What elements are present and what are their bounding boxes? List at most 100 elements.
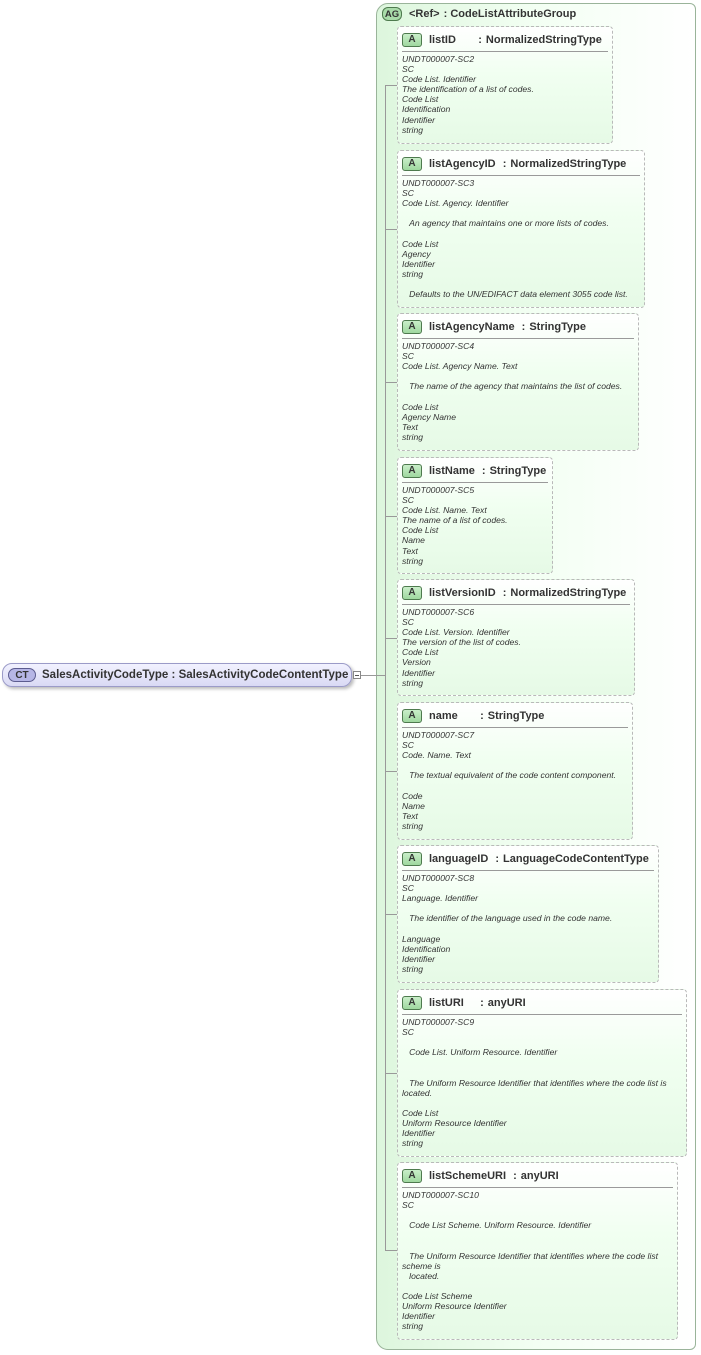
attribute-divider [402,482,548,483]
documentation-line: Identifier [402,953,435,964]
collapse-toggle-icon[interactable] [353,671,361,679]
connector-branch [385,229,397,230]
documentation-line: string [402,963,424,974]
complex-type-label: SalesActivityCodeType : SalesActivityCod… [42,669,349,681]
documentation-line [402,1098,682,1108]
documentation-line [402,1240,673,1250]
attribute-type: LanguageCodeContentType [503,853,649,865]
documentation-line: Identifier [402,1128,435,1139]
documentation-line: Text [402,421,418,432]
complex-type-node[interactable]: CT SalesActivityCodeType : SalesActivity… [2,663,352,687]
documentation-line: Code List. Version. Identifier [402,627,510,638]
documentation-line: Code List [402,238,439,249]
connector-branch [385,1073,397,1074]
connector-branch [385,638,397,639]
attribute-type: NormalizedStringType [510,587,627,599]
documentation-line: UNDT000007-SC5 [402,485,475,495]
documentation-line: string [402,820,424,831]
documentation-line [402,208,640,218]
documentation-line: Code List [402,1107,439,1118]
documentation-line: string [402,268,424,279]
documentation-line: Code List [402,525,439,536]
documentation-line: Version [402,657,431,668]
attribute-badge: A [402,33,422,47]
documentation-line: UNDT000007-SC9 [402,1017,475,1027]
documentation-line: An agency that maintains one or more lis… [402,218,609,229]
documentation-line: The identification of a list of codes. [402,84,534,95]
documentation-line: Name [402,535,425,546]
attribute-name: listAgencyName [429,321,515,333]
documentation-line [402,780,628,790]
documentation-line [402,1037,682,1047]
attribute-badge: A [402,586,422,600]
documentation-line: Uniform Resource Identifier [402,1117,507,1128]
documentation-line: Identifier [402,667,435,678]
connector-branch [385,85,397,86]
attribute-group-badge: AG [382,7,402,21]
attribute-divider [402,1014,682,1015]
attribute-name: listName [429,465,475,477]
documentation-line: Agency [402,248,431,259]
attribute-divider [402,175,640,176]
documentation-line [402,371,634,381]
connector-branch [385,1250,397,1251]
documentation-line: Code List. Identifier [402,74,477,85]
attribute-name: name [429,710,458,722]
documentation-line: SC [402,883,414,894]
documentation-line: Defaults to the UN/EDIFACT data element … [402,289,628,300]
type-separator: : [502,587,507,599]
documentation-line: UNDT000007-SC10 [402,1190,479,1200]
attribute-divider [402,1187,673,1188]
documentation-line [402,903,654,913]
documentation-line: Code List [402,647,439,658]
attribute-type: StringType [487,710,545,722]
attribute-divider [402,870,654,871]
attribute-badge: A [402,852,422,866]
attribute-name: languageID [429,853,489,865]
documentation-line: Identification [402,943,451,954]
documentation-line: Code List. Uniform Resource. Identifier [402,1047,558,1058]
complex-type-badge: CT [8,668,36,682]
documentation-line: SC [402,1200,414,1211]
attribute-group-header[interactable]: AG <Ref> : CodeListAttributeGroup [382,6,576,22]
documentation-line: Code List. Agency Name. Text [402,361,518,372]
attribute-badge: A [402,464,422,478]
documentation-line: string [402,677,424,688]
attribute-name: listAgencyID [429,158,496,170]
attribute-badge: A [402,320,422,334]
connector-branch [385,382,397,383]
attribute-type: anyURI [520,1170,559,1182]
documentation-line [402,279,640,289]
documentation-line: Language. Identifier [402,893,478,904]
attribute-badge: A [402,996,422,1010]
documentation-line: Uniform Resource Identifier [402,1301,507,1312]
type-separator: : [480,997,484,1009]
documentation-line: SC [402,351,414,362]
documentation-line [402,1281,673,1291]
documentation-line: SC [402,188,414,199]
connector-branch [385,914,397,915]
documentation-line: SC [402,617,414,628]
documentation-line [402,228,640,238]
attribute-type: NormalizedStringType [485,34,602,46]
documentation-line: The Uniform Resource Identifier that ide… [402,1250,659,1261]
